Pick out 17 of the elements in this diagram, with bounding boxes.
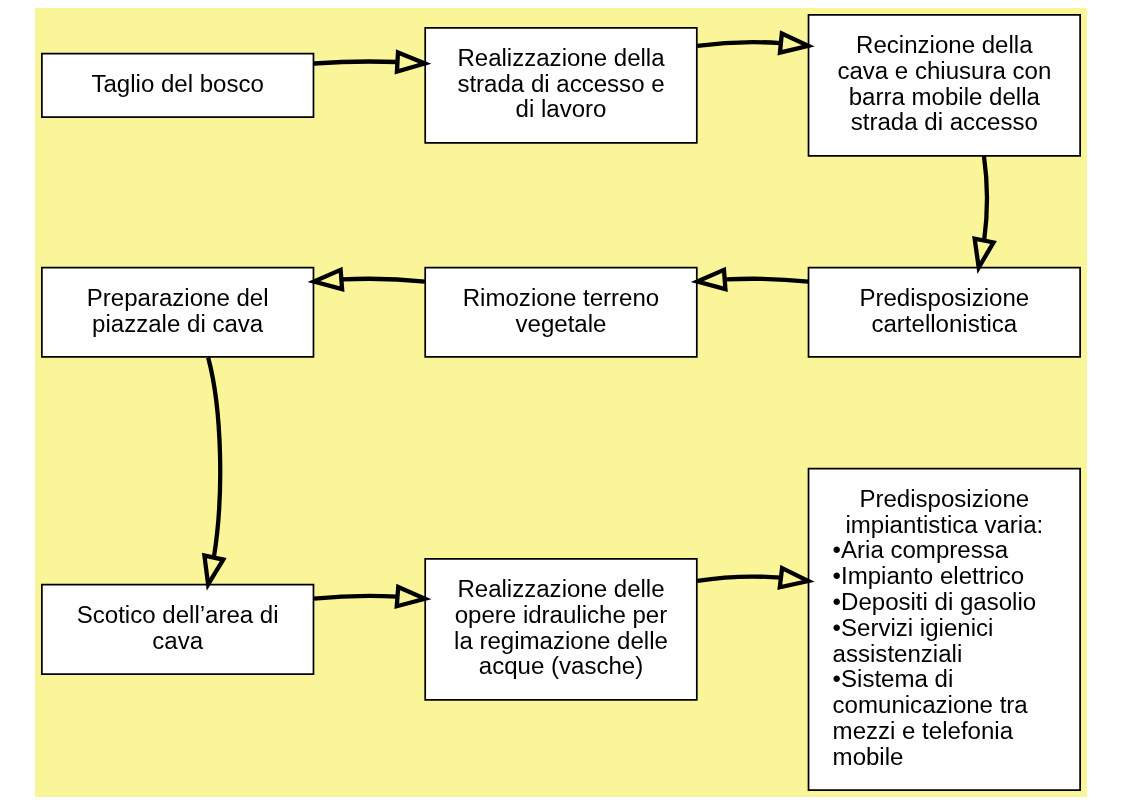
arrow <box>306 266 425 292</box>
node-box: Scotico dell’area di cava <box>40 583 314 675</box>
node-box: Taglio del bosco <box>40 52 314 118</box>
arrow <box>690 266 808 292</box>
node-box: Recinzione della cava e chiusura con barra mobile della strada di accesso <box>807 14 1081 157</box>
node-box: Realizzazione delle opere idrauliche per la regimazione delle acque (vasche) <box>423 558 698 701</box>
arrow <box>313 49 431 75</box>
arrow <box>201 357 227 591</box>
node-box: Rimozione terreno vegetale <box>423 266 698 358</box>
arrow <box>971 155 997 274</box>
node-box: Realizzazione della strada di accesso e di lavoro <box>423 26 698 144</box>
arrow <box>696 564 815 590</box>
arrow <box>313 583 431 610</box>
node-box: Predisposizione cartellonistica <box>807 266 1081 358</box>
node-box: Preparazione del piazzale di cava <box>40 266 314 358</box>
arrow <box>696 30 815 56</box>
node-box: Predisposizione impiantistica varia: •Aria compressa •Impianto elettrico •Depositi di gasolio •Servizi igienici assistenziali •Sistema di comunicazione tra mezzi e telefonia mobile <box>807 467 1081 791</box>
